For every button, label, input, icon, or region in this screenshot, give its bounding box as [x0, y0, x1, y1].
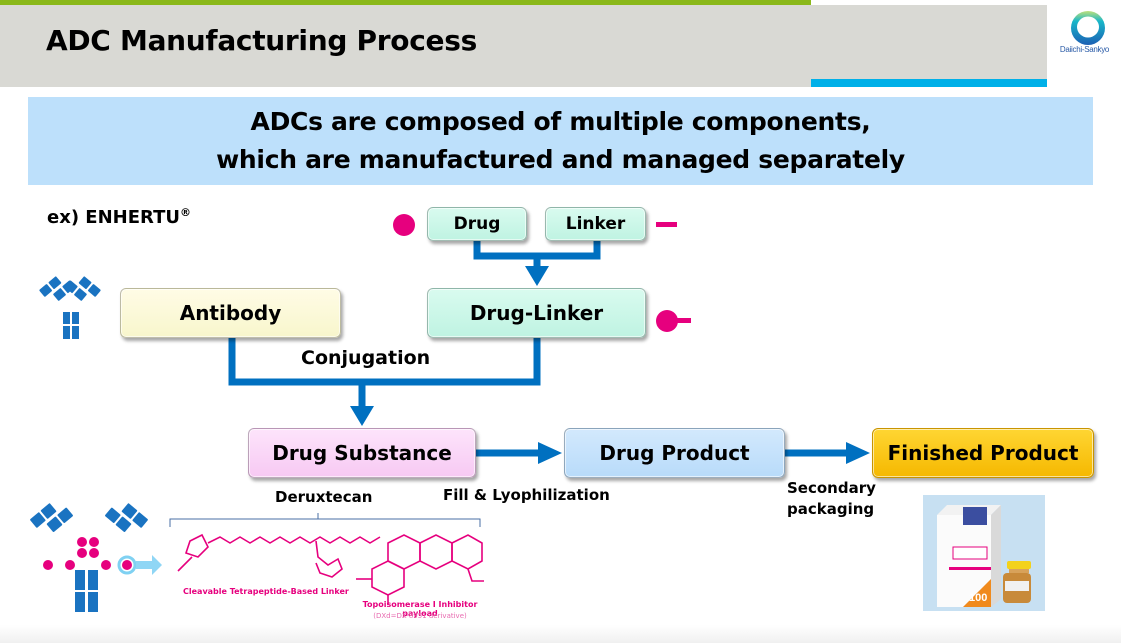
- step-secondary-line2: packaging: [787, 500, 875, 518]
- svg-text:100: 100: [969, 592, 987, 604]
- zoom-arrow-icon: [136, 555, 162, 575]
- step-secondary-line1: Secondary: [787, 479, 876, 497]
- drug-linker-tail-icon: [676, 318, 691, 323]
- logo-text: Daiichi-Sankyo: [1059, 45, 1110, 54]
- subtitle-banner: ADCs are composed of multiple components…: [28, 97, 1093, 185]
- header-top-bar: [0, 0, 811, 5]
- banner-line-2: which are manufactured and managed separ…: [216, 145, 905, 174]
- arrowhead-to-product: [538, 442, 562, 464]
- node-drug-product: Drug Product: [564, 428, 785, 478]
- step-secondary-packaging: Secondary packaging: [787, 478, 876, 520]
- daiichi-sankyo-logo-icon: [1071, 11, 1105, 45]
- node-finished-product: Finished Product: [872, 428, 1094, 478]
- finished-product-photo: 100: [923, 495, 1045, 611]
- step-fill-lyophilization: Fill & Lyophilization: [443, 486, 610, 504]
- linker-symbol-icon: [656, 222, 677, 227]
- deruxtecan-structure-icon: [169, 513, 484, 605]
- banner-line-1: ADCs are composed of multiple components…: [250, 107, 871, 136]
- connector-drug-linker-merge: [473, 241, 601, 260]
- node-linker: Linker: [545, 207, 646, 241]
- header-band: [0, 5, 1047, 87]
- header-accent-bar: [811, 79, 1047, 87]
- payload-caption: Topoisomerase I Inhibitor payload: [362, 600, 478, 618]
- substance-name: Deruxtecan: [275, 488, 373, 506]
- linker-caption: Cleavable Tetrapeptide-Based Linker: [183, 587, 349, 596]
- node-drug: Drug: [427, 207, 527, 241]
- adc-antibody-icon: [30, 503, 162, 612]
- arrowhead-to-substance: [350, 406, 374, 426]
- node-antibody: Antibody: [120, 288, 341, 338]
- product-package-icon: 100: [937, 505, 1031, 607]
- step-conjugation: Conjugation: [301, 347, 431, 369]
- drug-linker-symbol-icon: [656, 310, 678, 332]
- node-drug-substance: Drug Substance: [248, 428, 476, 478]
- antibody-icon: [39, 276, 101, 339]
- page-title: ADC Manufacturing Process: [46, 24, 477, 57]
- payload-subcaption: (DXd=DX-8951 derivative): [373, 612, 467, 620]
- example-label: ex) ENHERTU®: [47, 206, 191, 228]
- drug-symbol-icon: [393, 214, 415, 236]
- connector-antibody-conjugation: [228, 338, 541, 386]
- registered-mark: ®: [179, 206, 191, 219]
- payload-dots-icon: [43, 537, 132, 570]
- node-drug-linker: Drug-Linker: [427, 288, 646, 338]
- arrowhead-to-finished: [846, 442, 870, 464]
- example-text: ex) ENHERTU: [47, 207, 180, 228]
- footer-fade: [0, 625, 1121, 643]
- arrowhead-to-druglinker: [525, 266, 549, 286]
